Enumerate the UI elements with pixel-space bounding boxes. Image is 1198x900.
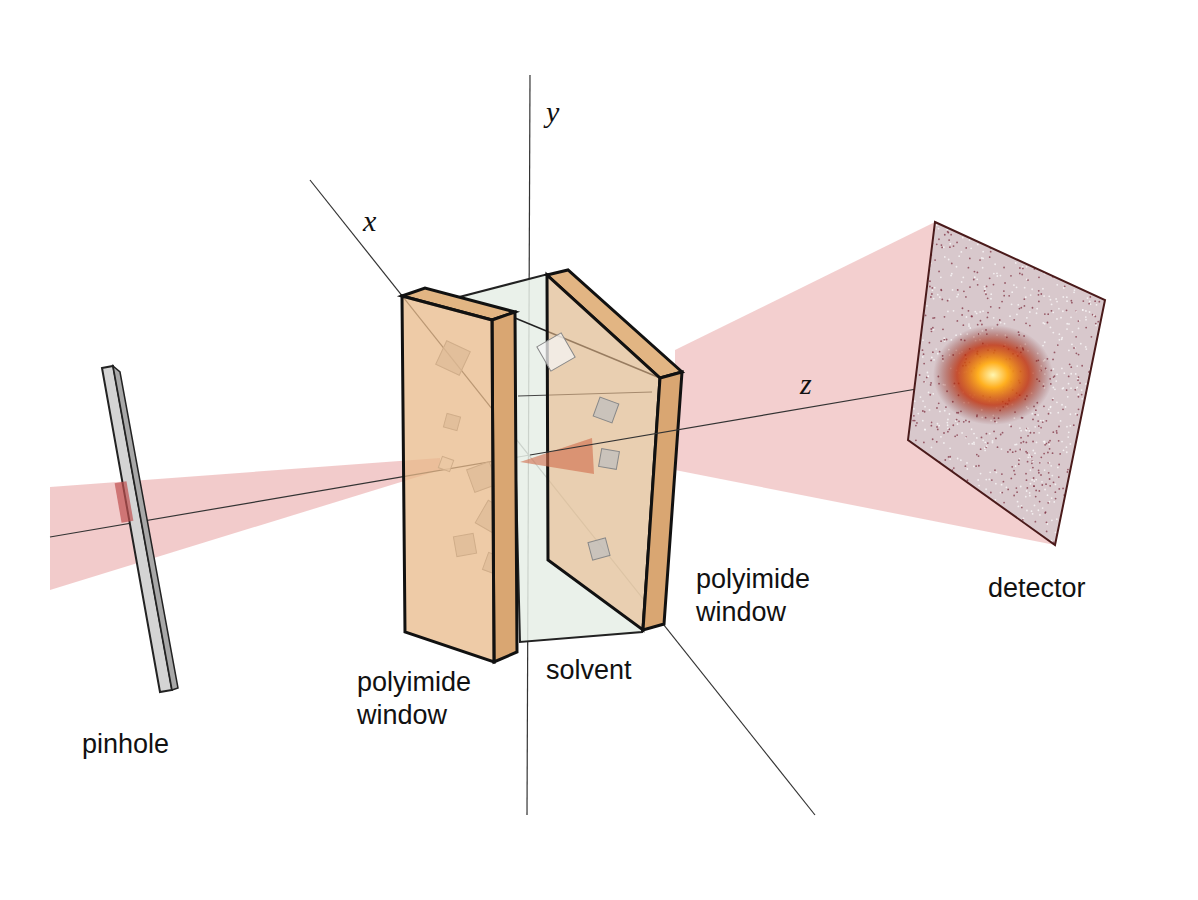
pinhole-aperture [115,481,134,522]
right-window-side [643,372,682,630]
scattering-cone [520,438,594,474]
axis-label: z [800,366,812,403]
part-label: pinhole [82,728,169,761]
part-label: solvent [546,654,632,687]
axis-label: y [546,94,559,131]
pinhole-edge [113,366,178,690]
left-window-face [402,296,494,662]
incoming-beam [50,458,440,590]
left-window-side [492,312,517,662]
detector-screen [907,221,1109,547]
part-label: detector [988,572,1086,605]
z-axis [530,385,940,455]
detector-frame [908,222,1105,545]
part-label: polyimide window [357,666,507,732]
pinhole-plate [102,366,172,692]
part-label: polyimide window [696,563,846,629]
axis-label: x [363,203,376,240]
x-axis [310,180,815,815]
